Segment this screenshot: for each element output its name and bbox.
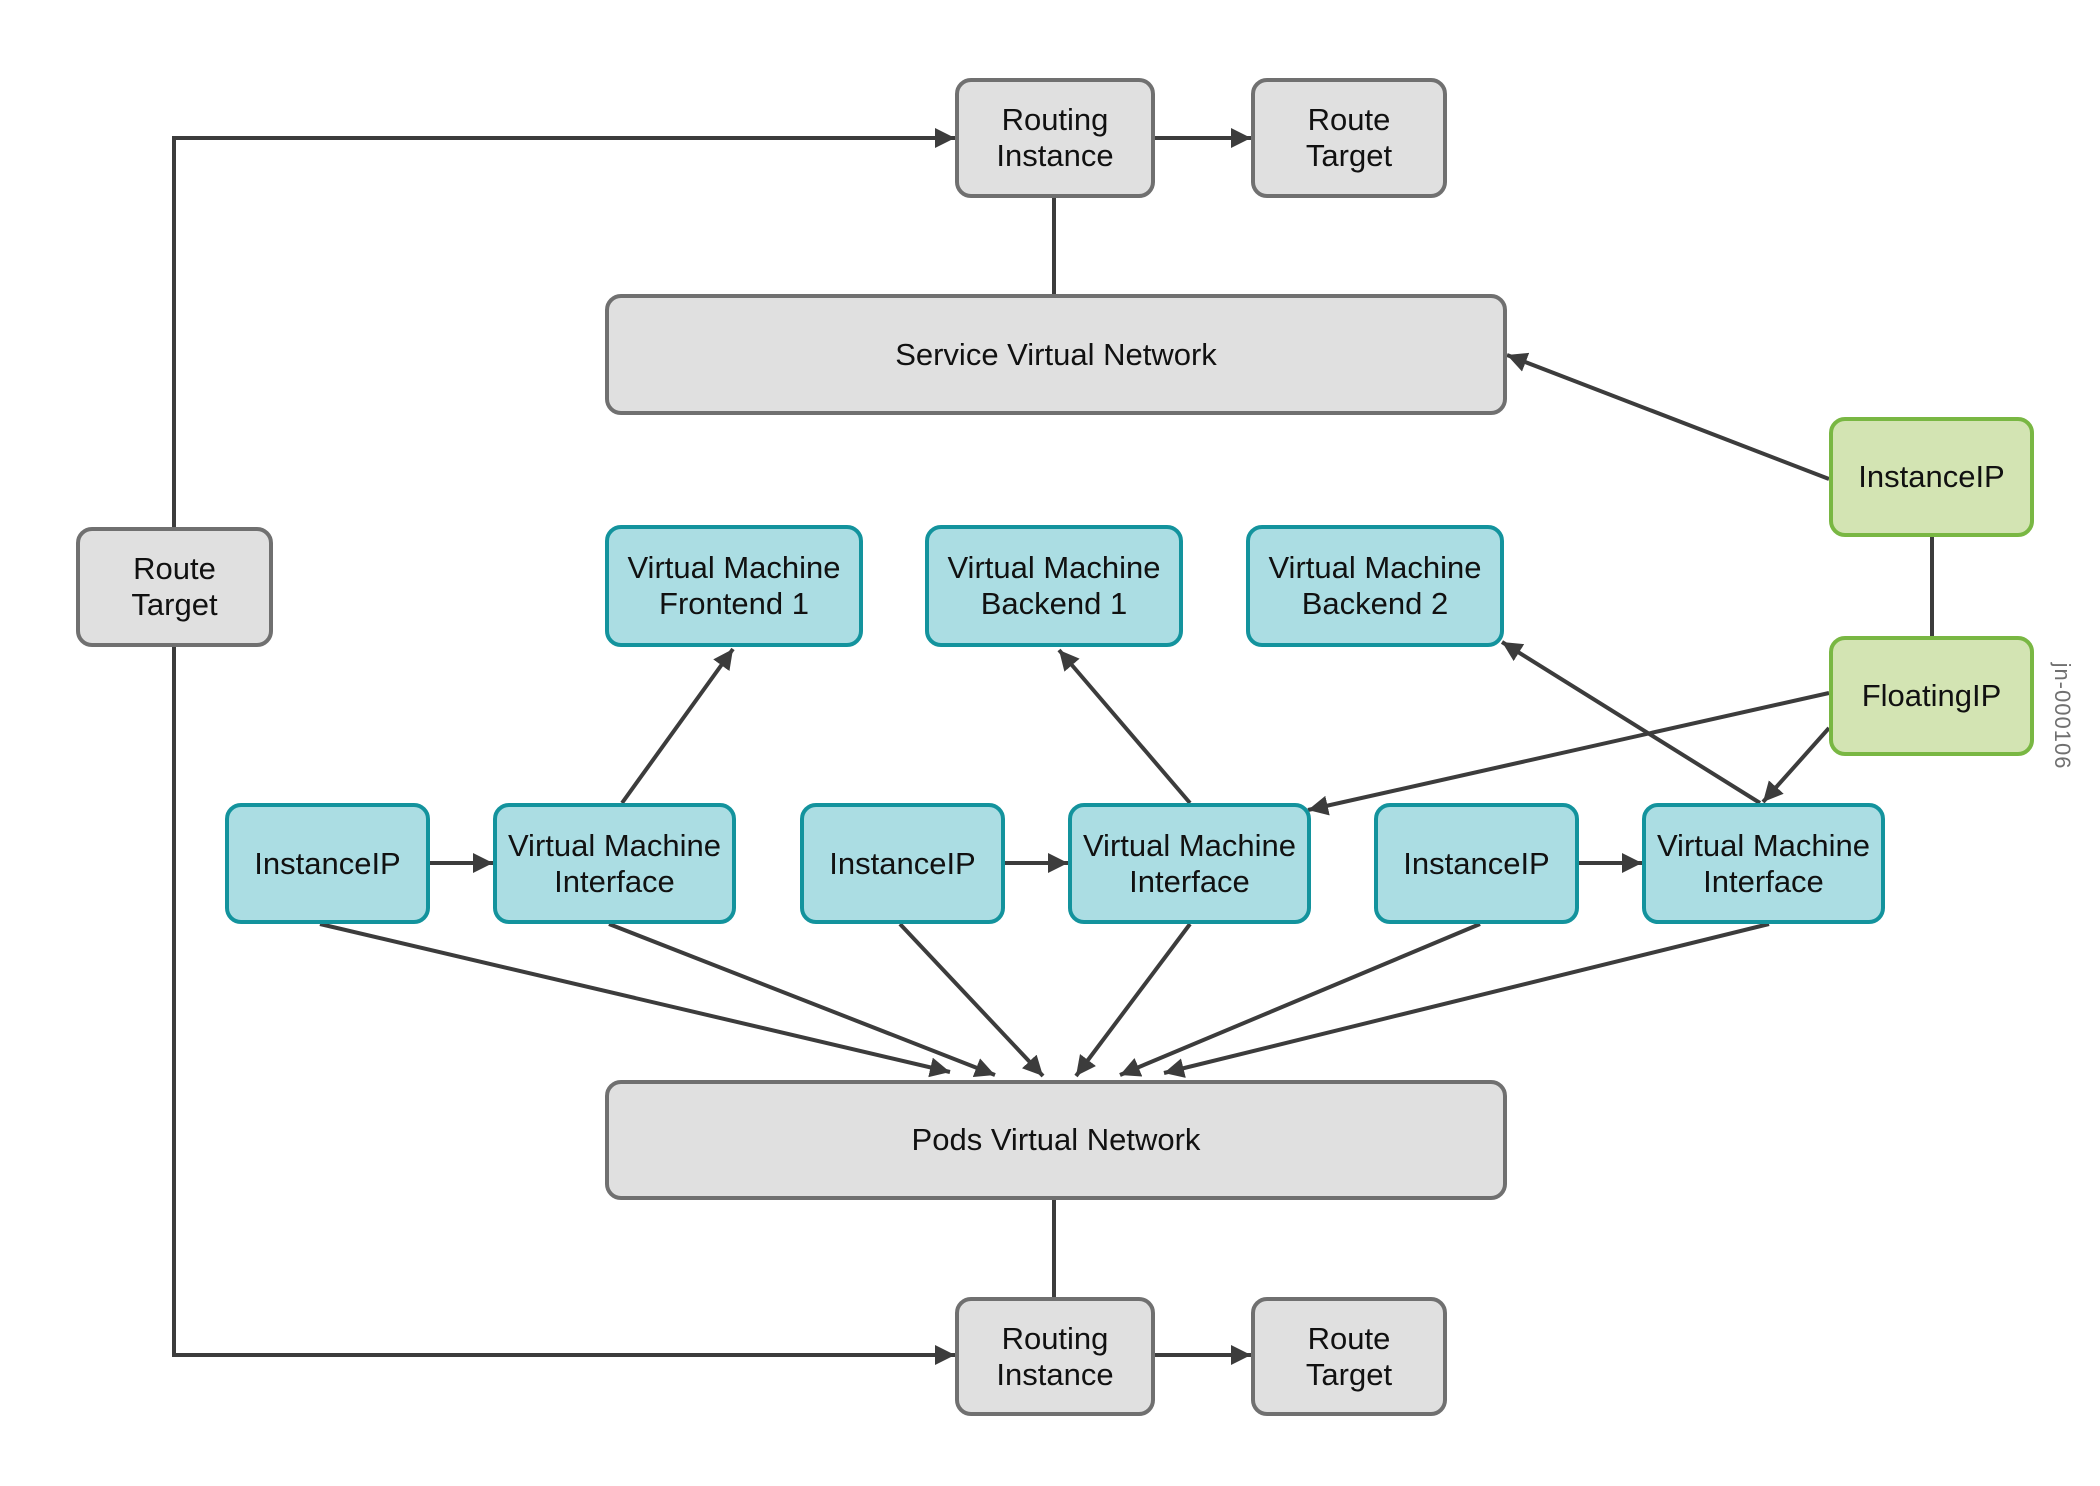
edge-vmi-2-to-pods-vn — [1074, 922, 1192, 1078]
edge-vmi-2-to-vm-backend-1 — [1057, 648, 1192, 805]
edge-vmi-1-to-vm-frontend-1 — [620, 647, 735, 805]
instance-ip-2: InstanceIP — [800, 803, 1005, 924]
route-target-left: Route Target — [76, 527, 273, 647]
edge-route-target-to-routing-instance-bottom — [172, 647, 955, 1365]
pods-virtual-network: Pods Virtual Network — [605, 1080, 1507, 1200]
instance-ip-3: InstanceIP — [1374, 803, 1579, 924]
service-virtual-network: Service Virtual Network — [605, 294, 1507, 415]
vm-backend-2: Virtual Machine Backend 2 — [1246, 525, 1504, 647]
figure-code-label: jn-000106 — [2050, 662, 2075, 770]
edge-instance-ip-2-to-pods-vn — [898, 922, 1045, 1078]
vmi-3: Virtual Machine Interface — [1642, 803, 1885, 924]
floating-ip: FloatingIP — [1829, 636, 2034, 756]
vmi-1: Virtual Machine Interface — [493, 803, 736, 924]
edge-instance-ip-3-to-pods-vn — [1119, 922, 1481, 1077]
route-target-top: Route Target — [1251, 78, 1447, 198]
edge-instance-ip-to-service-vn — [1506, 352, 1830, 481]
edge-vmi-1-to-pods-vn — [608, 922, 996, 1078]
edge-floating-ip-to-vmi-3 — [1761, 726, 1831, 804]
edge-route-target-to-routing-instance-top — [172, 128, 955, 527]
edge-vmi-3-to-vm-backend-2 — [1500, 640, 1762, 805]
instance-ip-service: InstanceIP — [1829, 417, 2034, 537]
edge-instance-ip-1-to-pods-vn — [319, 922, 951, 1078]
routing-instance-bottom: Routing Instance — [955, 1297, 1155, 1416]
edge-vmi-3-to-pods-vn — [1163, 922, 1770, 1078]
instance-ip-1: InstanceIP — [225, 803, 430, 924]
vmi-2: Virtual Machine Interface — [1068, 803, 1311, 924]
vm-frontend-1: Virtual Machine Frontend 1 — [605, 525, 863, 647]
route-target-bottom: Route Target — [1251, 1297, 1447, 1416]
vm-backend-1: Virtual Machine Backend 1 — [925, 525, 1183, 647]
routing-instance-top: Routing Instance — [955, 78, 1155, 198]
edge-floating-ip-to-vmi-2 — [1307, 691, 1830, 816]
